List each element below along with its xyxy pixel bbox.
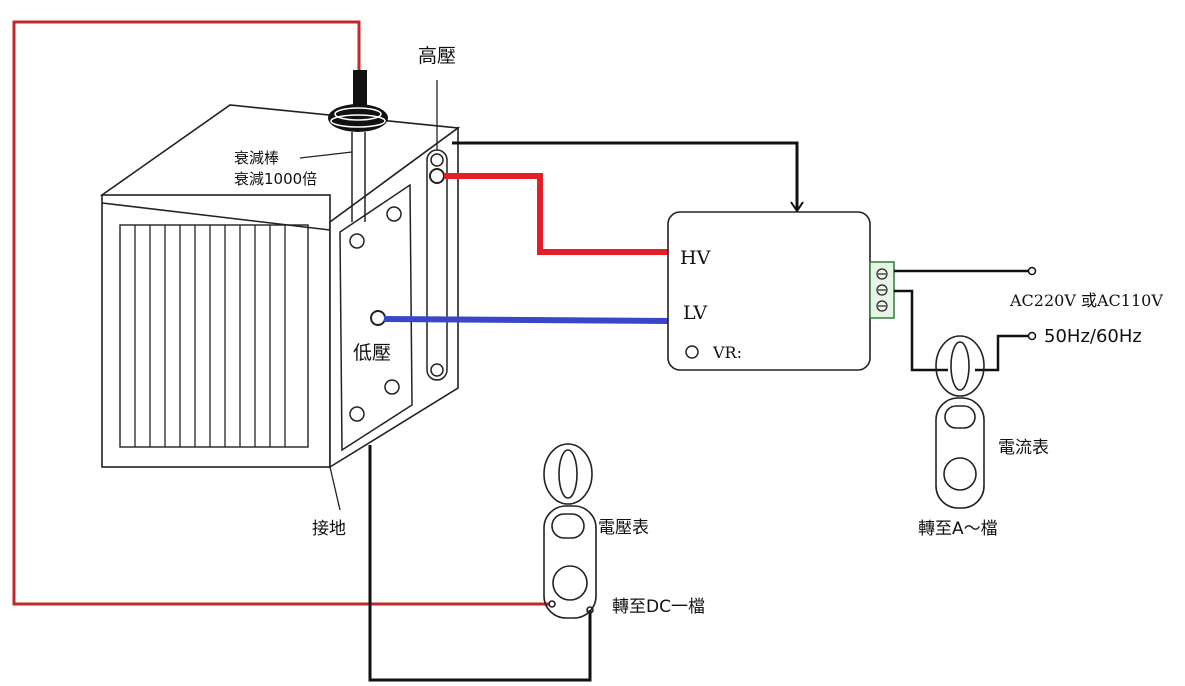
attenuation-label: 衰減1000倍: [234, 170, 317, 188]
side-panel: [339, 149, 448, 452]
voltmeter-range-label: 轉至DC一檔: [612, 597, 705, 617]
ground-label: 接地: [312, 519, 346, 539]
hv-wire: [444, 173, 670, 255]
terminal-screws: [876, 268, 888, 312]
transformer-cube: [99, 104, 461, 469]
ac-terminal-2: [1027, 331, 1037, 341]
ammeter-range-label: 轉至A～檔: [918, 519, 998, 539]
control-box: [667, 211, 871, 371]
attenuator-rod-label: 衰減棒: [234, 149, 279, 167]
red-ground-loop-wire: [12, 20, 550, 606]
ac-supply-label: AC220V 或AC110V: [1009, 291, 1163, 310]
leader-lines: [299, 80, 438, 511]
hv-label: HV: [680, 247, 711, 269]
arrow-head: [790, 201, 804, 213]
lv-label: LV: [683, 302, 707, 324]
vr-knob: [685, 345, 699, 359]
lv-wire: [383, 316, 671, 324]
ac-supply-wires: [894, 269, 1030, 372]
lv-terminal: [370, 310, 386, 326]
vr-label: VR:: [712, 343, 742, 362]
ammeter-label: 電流表: [998, 438, 1049, 458]
attenuator-rod: [328, 70, 388, 222]
box-ground-wire: [452, 141, 799, 210]
voltmeter-label: 電壓表: [598, 518, 649, 538]
voltmeter-ground-wire: [368, 445, 592, 682]
voltmeter: [543, 443, 597, 619]
frequency-label: 50Hz/60Hz: [1044, 326, 1142, 347]
radiator-fins: [134, 225, 286, 447]
high-voltage-label: 高壓: [418, 45, 456, 67]
ammeter: [935, 335, 985, 509]
low-voltage-label: 低壓: [353, 342, 391, 364]
hv-terminal: [429, 168, 445, 184]
ac-terminal-1: [1027, 266, 1037, 276]
